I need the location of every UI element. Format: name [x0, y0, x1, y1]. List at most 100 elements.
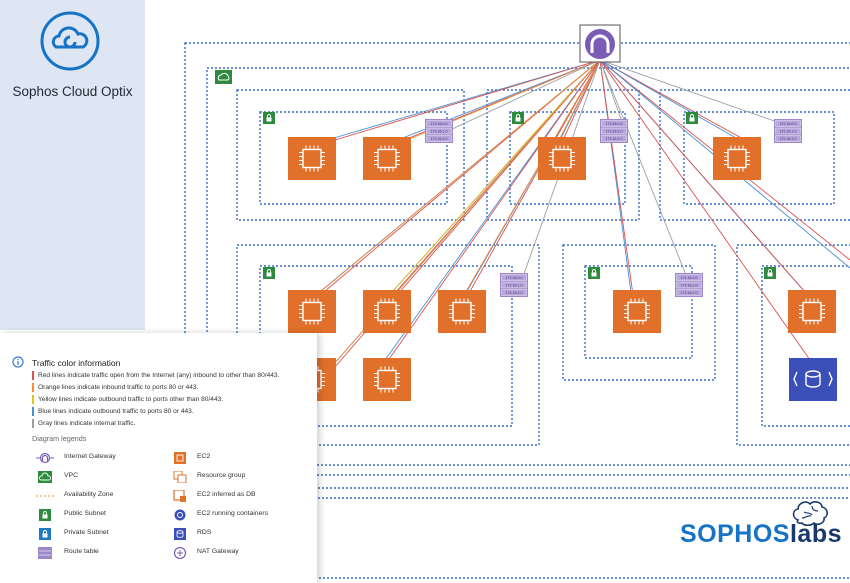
public-subnet-icon [36, 508, 54, 521]
route-table-icon [36, 546, 54, 559]
traffic-line [561, 59, 601, 143]
traffic-color-item: Blue lines indicate outbound traffic to … [32, 407, 194, 416]
internet-gateway-icon [36, 451, 54, 464]
legend-item-label: Route table [64, 548, 99, 555]
brand-panel: Sophos Cloud Optix [0, 0, 145, 330]
legend-item-label: Internet Gateway [64, 453, 116, 460]
route-entry: 172.16.0.0 [780, 122, 797, 126]
inner-frame-2 [221, 487, 850, 499]
inner-frame-1 [236, 464, 850, 476]
ec2-icon[interactable] [613, 290, 661, 333]
traffic-line [557, 59, 601, 143]
private-subnet-icon [36, 527, 54, 540]
legend-title: Traffic color information [32, 358, 121, 368]
route-entry: 172.16.1.0 [681, 284, 698, 288]
ec2-icon[interactable] [288, 290, 336, 333]
cloud-swirl-icon [40, 11, 100, 71]
route-entry: 172.16.2.0 [506, 291, 523, 295]
traffic-line [599, 59, 746, 141]
ec2-instances [288, 137, 836, 401]
legend-item-label: Resource group [197, 472, 246, 479]
route-tables: 172.16.0.0 172.16.1.0 172.16.2.0 172.16.0.0… [425, 119, 802, 297]
az-box-3 [659, 89, 850, 221]
legend-item-label: RDS [197, 529, 212, 536]
resource-group-icon [171, 470, 189, 484]
outer-boundary [184, 42, 850, 583]
internet-gateway-icon[interactable] [579, 24, 621, 63]
traffic-line [599, 59, 811, 361]
traffic-line [449, 59, 601, 131]
subnet-box-3 [683, 111, 835, 205]
subnet-box-1 [259, 111, 448, 205]
subnet-box-6 [761, 265, 850, 427]
traffic-line [599, 59, 626, 131]
brain-icon [792, 501, 828, 527]
az-box-2 [486, 89, 640, 221]
legend-panel: Traffic color information Red lines indi… [0, 333, 317, 583]
ec2-icon[interactable] [438, 290, 486, 333]
route-table-icon[interactable]: 172.16.0.0 172.16.1.0 172.16.2.0 [425, 119, 453, 143]
traffic-color-item: Red lines indicate traffic open from the… [32, 371, 279, 380]
traffic-line [382, 59, 601, 303]
route-entry: 172.16.1.0 [431, 130, 448, 134]
traffic-line [599, 59, 744, 143]
boundaries [184, 42, 850, 583]
subnet-icons [263, 112, 776, 279]
availability-zone-icon [36, 489, 54, 501]
public-subnet-icon [764, 267, 776, 279]
ec2-icon[interactable] [788, 290, 836, 333]
traffic-line [459, 59, 601, 303]
ec2-icon[interactable] [538, 137, 586, 180]
traffic-line [599, 59, 691, 286]
route-entry: 172.16.2.0 [606, 137, 623, 141]
ec2-icon[interactable] [363, 137, 411, 180]
legend-item-label: Public Subnet [64, 510, 106, 517]
info-icon [12, 356, 24, 368]
nat-gateway-icon [171, 546, 189, 560]
legend-item-label: EC2 [197, 453, 211, 460]
route-entry: 172.16.2.0 [431, 137, 448, 141]
traffic-line [463, 59, 601, 303]
legend-item-label: EC2 running containers [197, 510, 269, 517]
traffic-line [311, 59, 601, 148]
traffic-line [599, 59, 815, 303]
traffic-color-item: Orange lines indicate inbound traffic to… [32, 383, 198, 392]
ec2-icon[interactable] [288, 137, 336, 180]
subnet-box-2 [509, 111, 626, 205]
rds-icon[interactable] [789, 358, 837, 401]
legend-section-title: Diagram legends [32, 434, 87, 443]
route-entry: 172.16.0.0 [506, 276, 523, 280]
legend-item-label: Availability Zone [64, 491, 114, 498]
traffic-line [599, 59, 801, 131]
traffic-line [384, 59, 601, 361]
traffic-line [599, 59, 635, 303]
az-box-6 [736, 244, 850, 446]
ec2-icon[interactable] [713, 137, 761, 180]
legend-item-label: Private Subnet [64, 529, 109, 536]
route-entry: 172.16.2.0 [780, 137, 797, 141]
public-subnet-icon [263, 112, 275, 124]
vpc-icon [215, 70, 232, 84]
vpc-boundary [206, 67, 850, 579]
az-box-5 [562, 244, 716, 381]
subnet-box-5 [584, 265, 693, 359]
ec2-icon[interactable] [363, 358, 411, 401]
traffic-line [307, 59, 601, 303]
ec2-icon [171, 451, 189, 464]
public-subnet-icon [588, 267, 600, 279]
rds-icon [171, 527, 189, 540]
product-name: Sophos Cloud Optix [12, 84, 133, 99]
traffic-color-item: Yellow lines indicate outbound traffic t… [32, 395, 223, 404]
legend-item-label: NAT Gateway [197, 548, 239, 555]
traffic-lines [307, 59, 850, 383]
ec2-icon[interactable] [363, 290, 411, 333]
public-subnet-icon [263, 267, 275, 279]
route-entry: 172.16.0.0 [431, 122, 448, 126]
traffic-line [321, 59, 601, 383]
legend-item-label: VPC [64, 472, 78, 479]
